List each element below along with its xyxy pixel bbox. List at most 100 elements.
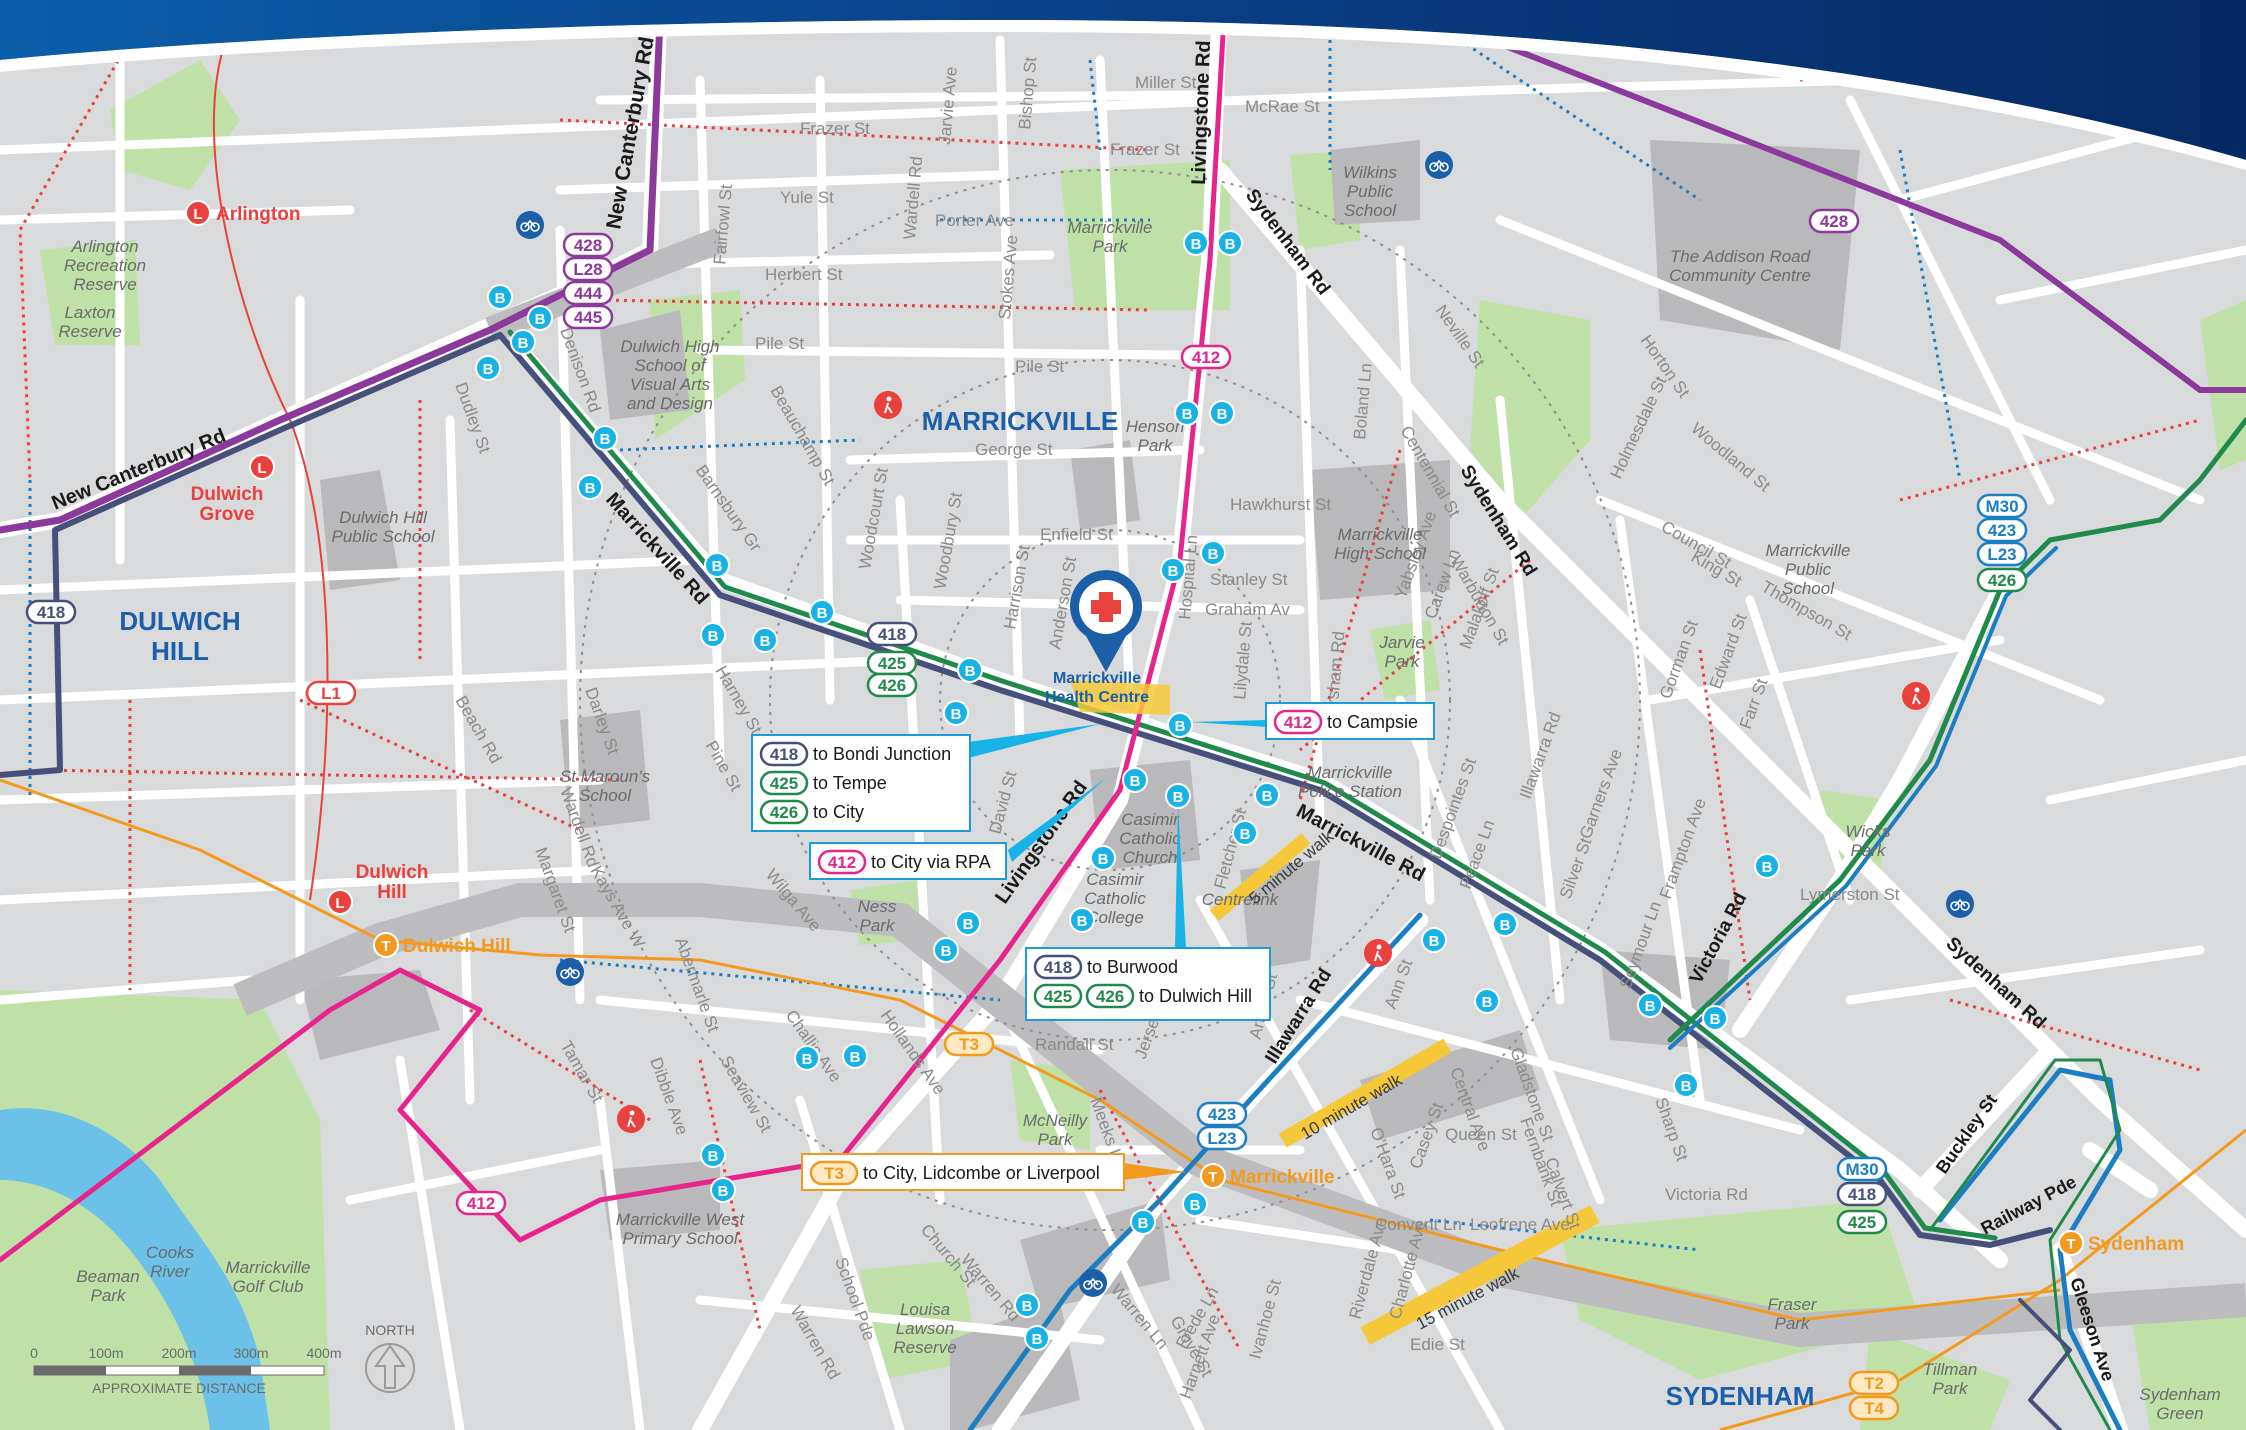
bus-stop-icon[interactable]: B [1200,540,1226,566]
route-badge-label: 418 [1848,1185,1876,1204]
pedestrian-crossing-icon [1364,939,1392,967]
bus-stop-icon[interactable]: B [1673,1072,1699,1098]
bus-stop-icon[interactable]: B [1217,230,1243,256]
bus-stop-icon[interactable]: B [1754,853,1780,879]
bus-stop-icon[interactable]: B [1183,230,1209,256]
route-m30-line [1667,417,2246,1043]
bus-stop-letter: B [1182,406,1193,423]
station-label: Sydenham [2088,1234,2184,1255]
poi-label: Fraser [1767,1295,1817,1314]
route-badge-L28: L28 [562,256,614,282]
bus-stop-icon[interactable]: B [577,474,603,500]
route-sydenham-loop-c [2018,1298,2072,1430]
scale-tick-label: 200m [161,1345,196,1361]
bus-stop-icon[interactable]: B [1254,782,1280,808]
bus-stop-icon[interactable]: B [1167,712,1193,738]
bus-stop-icon[interactable]: B [1160,557,1186,583]
poi-label: Dulwich High [620,337,719,356]
bus-stop-icon[interactable]: B [487,284,513,310]
bus-stop-icon[interactable]: B [752,627,778,653]
route-badge-label: T2 [1864,1374,1884,1393]
route-badge-label: 412 [1284,713,1312,732]
route-badge-425: 425 [1033,983,1083,1009]
poi-label: Louisa [900,1300,950,1319]
cooks-river [0,1108,270,1430]
route-badge-label: 425 [1044,987,1072,1006]
bus-stop-icon[interactable]: B [710,1177,736,1203]
station-label: Dulwich Hill [403,936,511,957]
route-418-west-line [0,332,503,778]
bus-stop-letter: B [1217,406,1228,423]
bus-stop-letter: B [1191,236,1202,253]
street-label: Enfield St [1040,525,1113,544]
station-type-letter: L [257,460,266,477]
bus-stop-icon[interactable]: B [700,622,726,648]
bus-stop-icon[interactable]: B [592,425,618,451]
bus-stop-icon[interactable]: B [1232,820,1258,846]
bus-stop-icon[interactable]: B [527,305,553,331]
route-badge-426: 426 [759,799,809,825]
callout-row-text: to Bondi Junction [813,744,951,764]
light-rail-icon [327,889,353,915]
bus-stop-icon[interactable]: B [1702,1005,1728,1031]
bus-stop-icon[interactable]: B [1492,911,1518,937]
bus-stop-letter: B [1262,788,1273,805]
bus-stop-icon[interactable]: B [933,937,959,963]
bus-stop-icon[interactable]: B [1014,1292,1040,1318]
bus-stop-icon[interactable]: B [1182,1191,1208,1217]
bus-stop-icon[interactable]: B [809,599,835,625]
bus-stop-icon[interactable]: B [1637,992,1663,1018]
route-badge-label: 412 [828,853,856,872]
poi-label: School of [635,356,708,375]
bus-stop-letter: B [518,335,529,352]
bus-stop-icon[interactable]: B [842,1043,868,1069]
route-badge-label: 423 [1208,1105,1236,1124]
bus-stop-icon[interactable]: B [704,552,730,578]
route-badge-T3: T3 [943,1031,995,1057]
poi-label: Visual Arts [630,375,711,394]
bus-stop-icon[interactable]: B [700,1142,726,1168]
poi-label: Church [1123,848,1178,867]
bus-stop-icon[interactable]: B [1090,845,1116,871]
route-badge-426: 426 [1085,983,1135,1009]
bus-stop-icon[interactable]: B [475,355,501,381]
bus-stop-icon[interactable]: B [1130,1209,1156,1235]
bus-stop-icon[interactable]: B [1209,400,1235,426]
bus-stop-icon[interactable]: B [794,1045,820,1071]
bus-stop-icon[interactable]: B [1174,400,1200,426]
bus-stop-letter: B [1240,826,1251,843]
bus-stop-icon[interactable]: B [1474,988,1500,1014]
bus-stop-icon[interactable]: B [1165,783,1191,809]
route-badge-425: 425 [759,770,809,796]
bus-stop-icon[interactable]: B [1069,907,1095,933]
bus-stop-icon[interactable]: B [943,700,969,726]
bus-stop-icon[interactable]: B [1122,767,1148,793]
street-label: Miller St [1135,73,1197,92]
bus-stop-letter: B [1429,933,1440,950]
bus-stop-icon[interactable]: B [955,910,981,936]
poi-label: Recreation [64,256,146,275]
bicycle-icon [556,958,584,986]
poi-label: Reserve [73,275,136,294]
route-badge-label: 426 [1988,571,2016,590]
bus-stop-icon[interactable]: B [510,329,536,355]
suburb-sydenham: SYDENHAM [1666,1381,1815,1411]
rail-lines [0,29,2246,1430]
bus-stop-icon[interactable]: B [1421,927,1447,953]
bus-stop-icon[interactable]: B [1024,1325,1050,1351]
bus-stop-letter: B [600,431,611,448]
bus-stop-icon[interactable]: B [957,657,983,683]
